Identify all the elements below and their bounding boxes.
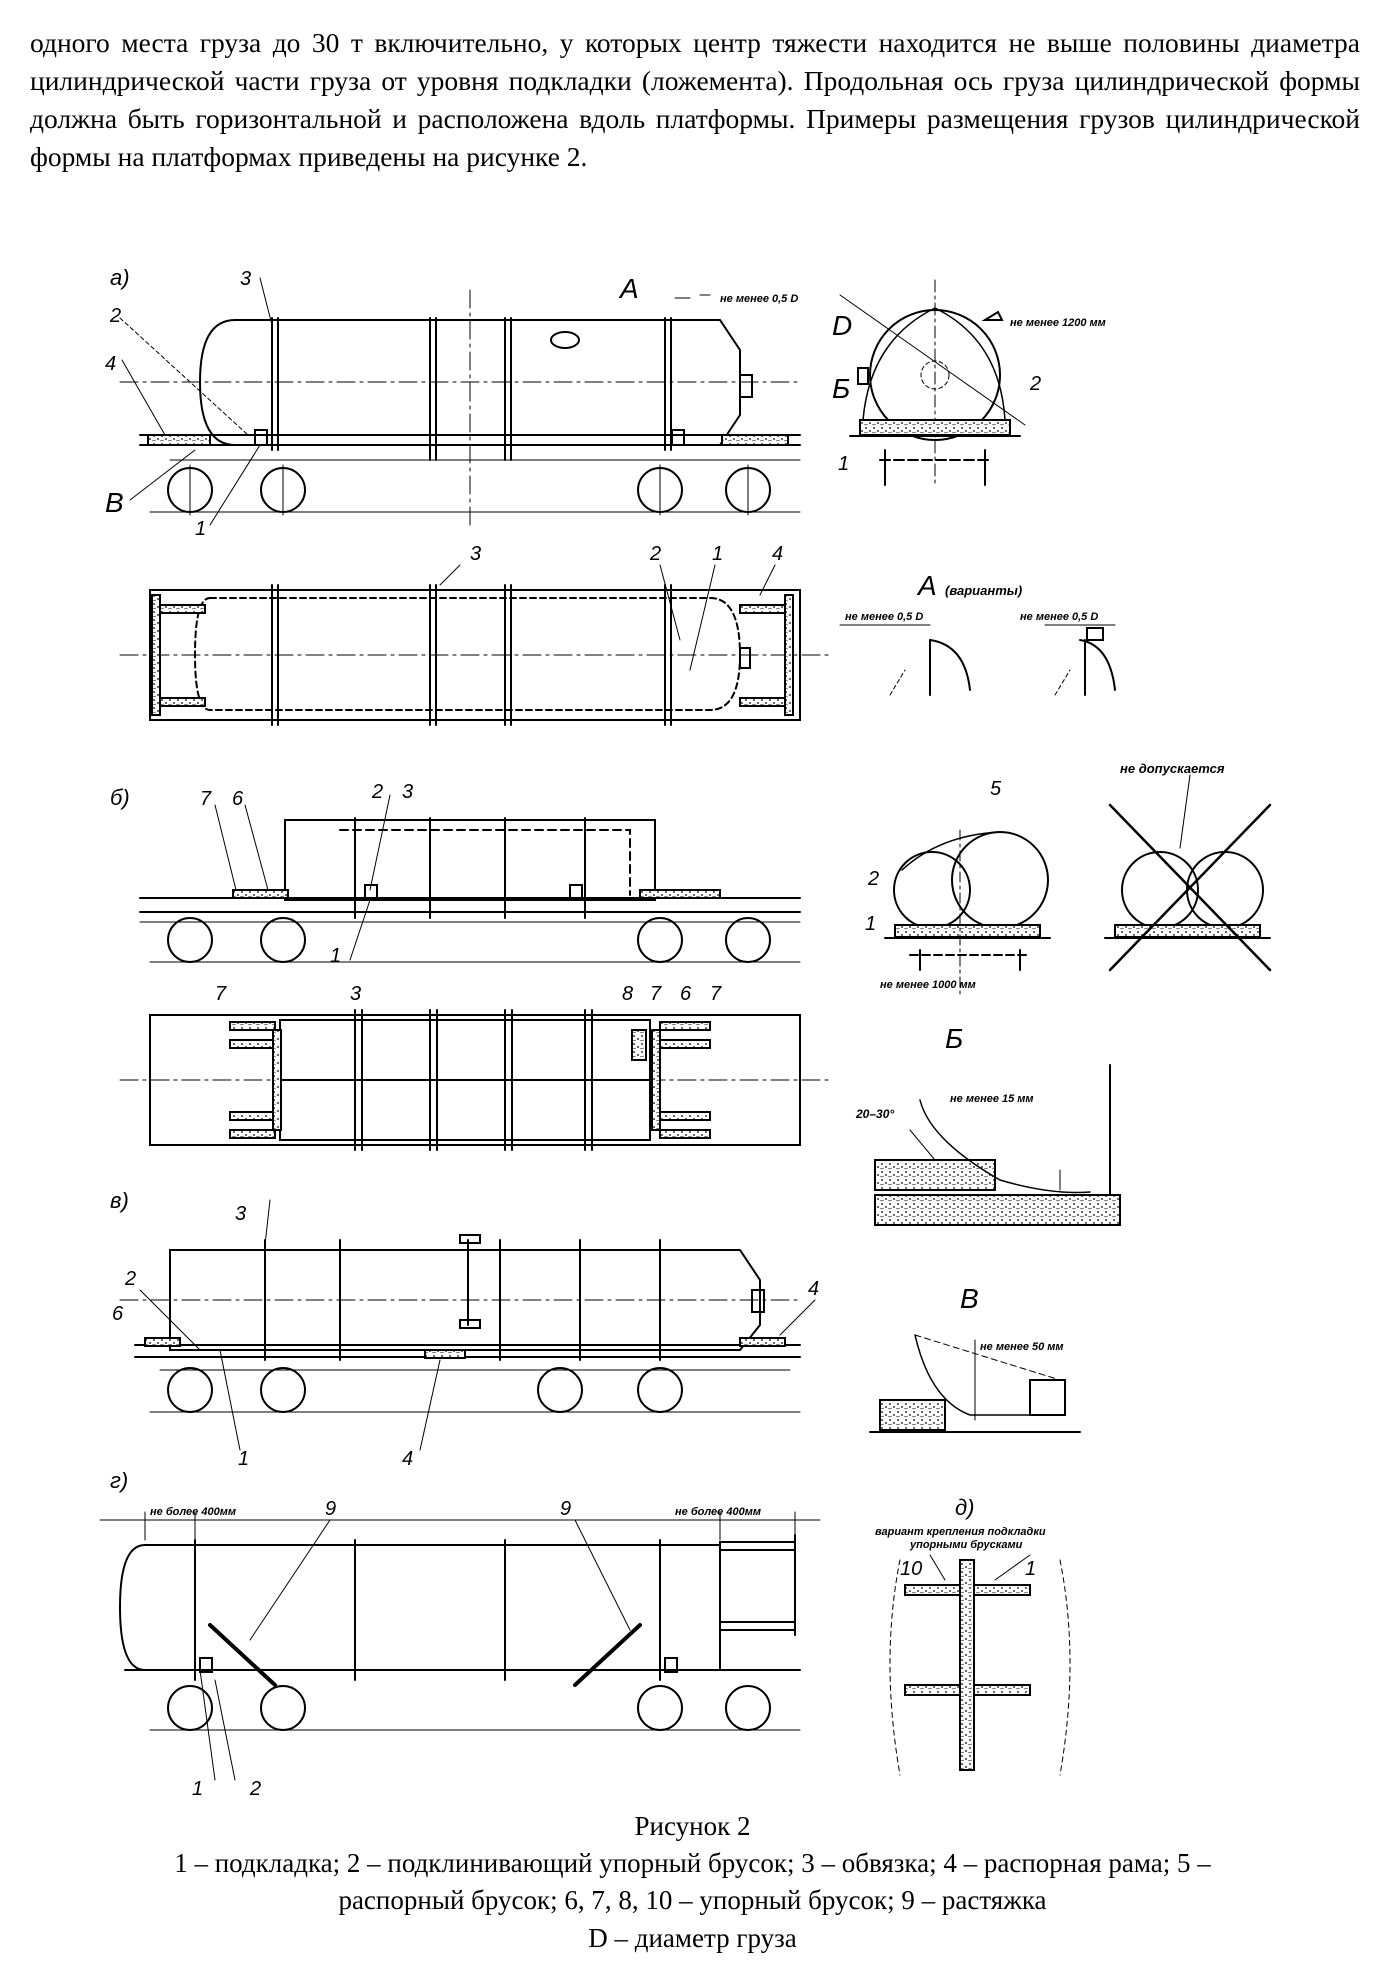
label-D: D [832,310,852,341]
panel-v-side-view [119,1199,816,1451]
figure-legend-line-2: распорный брусок; 6, 7, 8, 10 – упорный … [338,1885,1047,1915]
label-variant-fixing-1: вариант крепления подкладки [875,1526,1046,1538]
label-7-plan-2: 7 [650,983,662,1005]
label-2-b: 2 [371,781,383,803]
label-not-less-05D-1: не менее 0,5 D [720,293,798,305]
label-A-variants: А [916,570,937,601]
label-9-right: 9 [560,1498,571,1520]
label-panel-v: в) [110,1188,129,1213]
label-not-less-15: не менее 15 мм [950,1093,1034,1105]
label-V-lat: B [105,487,124,518]
label-panel-b: б) [110,785,130,810]
b-detail [874,1064,1121,1226]
label-2-b-end: 2 [867,868,879,890]
panel-a-side-view [119,277,801,531]
figure-title: Рисунок 2 [634,1811,751,1841]
label-5: 5 [990,778,1002,800]
label-3-b-plan: 3 [350,983,361,1005]
label-2-g: 2 [249,1778,261,1800]
figure-2-drawing: а) 3 2 4 B 1 A не менее 0,5 D D не менее… [99,265,1272,1800]
label-1-v: 1 [238,1448,249,1470]
label-not-more-400-right: не более 400мм [675,1506,761,1518]
a-variants [839,624,1116,696]
label-panel-d: д) [955,1495,975,1520]
label-panel-g: г) [110,1468,128,1493]
panel-b-side-view [139,794,801,963]
label-4-plan: 4 [772,543,783,565]
label-4-v: 4 [402,1448,413,1470]
label-3-plan: 3 [470,543,481,565]
panel-a-end-view [839,279,1026,486]
label-3-v: 3 [235,1203,246,1225]
label-not-more-400-left: не более 400мм [150,1506,236,1518]
label-6: 6 [232,788,244,810]
label-7-plan-3: 7 [710,983,722,1005]
label-1: 1 [195,518,206,540]
panel-b-plan-view [119,1009,831,1151]
label-2-plan: 2 [649,543,661,565]
label-6-v: 6 [112,1303,124,1325]
label-1-g: 1 [192,1778,203,1800]
panel-g-side-view [99,1511,821,1781]
v-detail [869,1334,1081,1433]
label-9-left: 9 [325,1498,336,1520]
label-2: 2 [109,305,121,327]
label-V-view: В [960,1283,979,1314]
label-3: 3 [240,268,251,290]
label-8: 8 [622,983,633,1005]
label-2-v: 2 [124,1268,136,1290]
label-6-plan: 6 [680,983,692,1005]
label-1-d: 1 [1025,1558,1036,1580]
panel-d-detail [889,1554,1071,1776]
label-not-less-05D-2: не менее 0,5 D [845,611,923,623]
label-1-plan: 1 [712,543,723,565]
label-A: A [618,273,639,304]
label-10: 10 [900,1558,922,1580]
body-paragraph: одного места груза до 30 т включительно,… [30,27,1360,172]
label-not-less-05D-3: не менее 0,5 D [1020,611,1098,623]
panel-a-plan-view [119,564,831,726]
label-not-less-1200: не менее 1200 мм [1010,317,1106,329]
label-2-end: 2 [1029,373,1041,395]
label-variant-fixing-2: упорными брусками [909,1539,1023,1551]
label-4-v-right: 4 [808,1278,819,1300]
label-B-cyr: Б [832,373,850,404]
panel-b-end-views [884,774,1272,996]
label-7: 7 [200,788,212,810]
figure-legend-line-3: D – диаметр груза [588,1923,797,1953]
label-B-view: Б [945,1023,963,1054]
label-not-allowed: не допускается [1120,761,1225,776]
label-3-b: 3 [402,781,413,803]
label-not-less-50: не менее 50 мм [980,1341,1064,1353]
label-angle: 20–30° [855,1107,894,1121]
label-variants: (варианты) [945,583,1022,598]
label-1-end: 1 [838,453,849,475]
label-4: 4 [105,353,116,375]
label-7-plan: 7 [215,983,227,1005]
label-1-b: 1 [330,945,341,967]
label-panel-a: а) [110,265,130,290]
label-1-b-end: 1 [865,913,876,935]
label-not-less-1000: не менее 1000 мм [880,979,976,991]
figure-legend-line-1: 1 – подкладка; 2 – подклинивающий упорны… [174,1848,1211,1878]
